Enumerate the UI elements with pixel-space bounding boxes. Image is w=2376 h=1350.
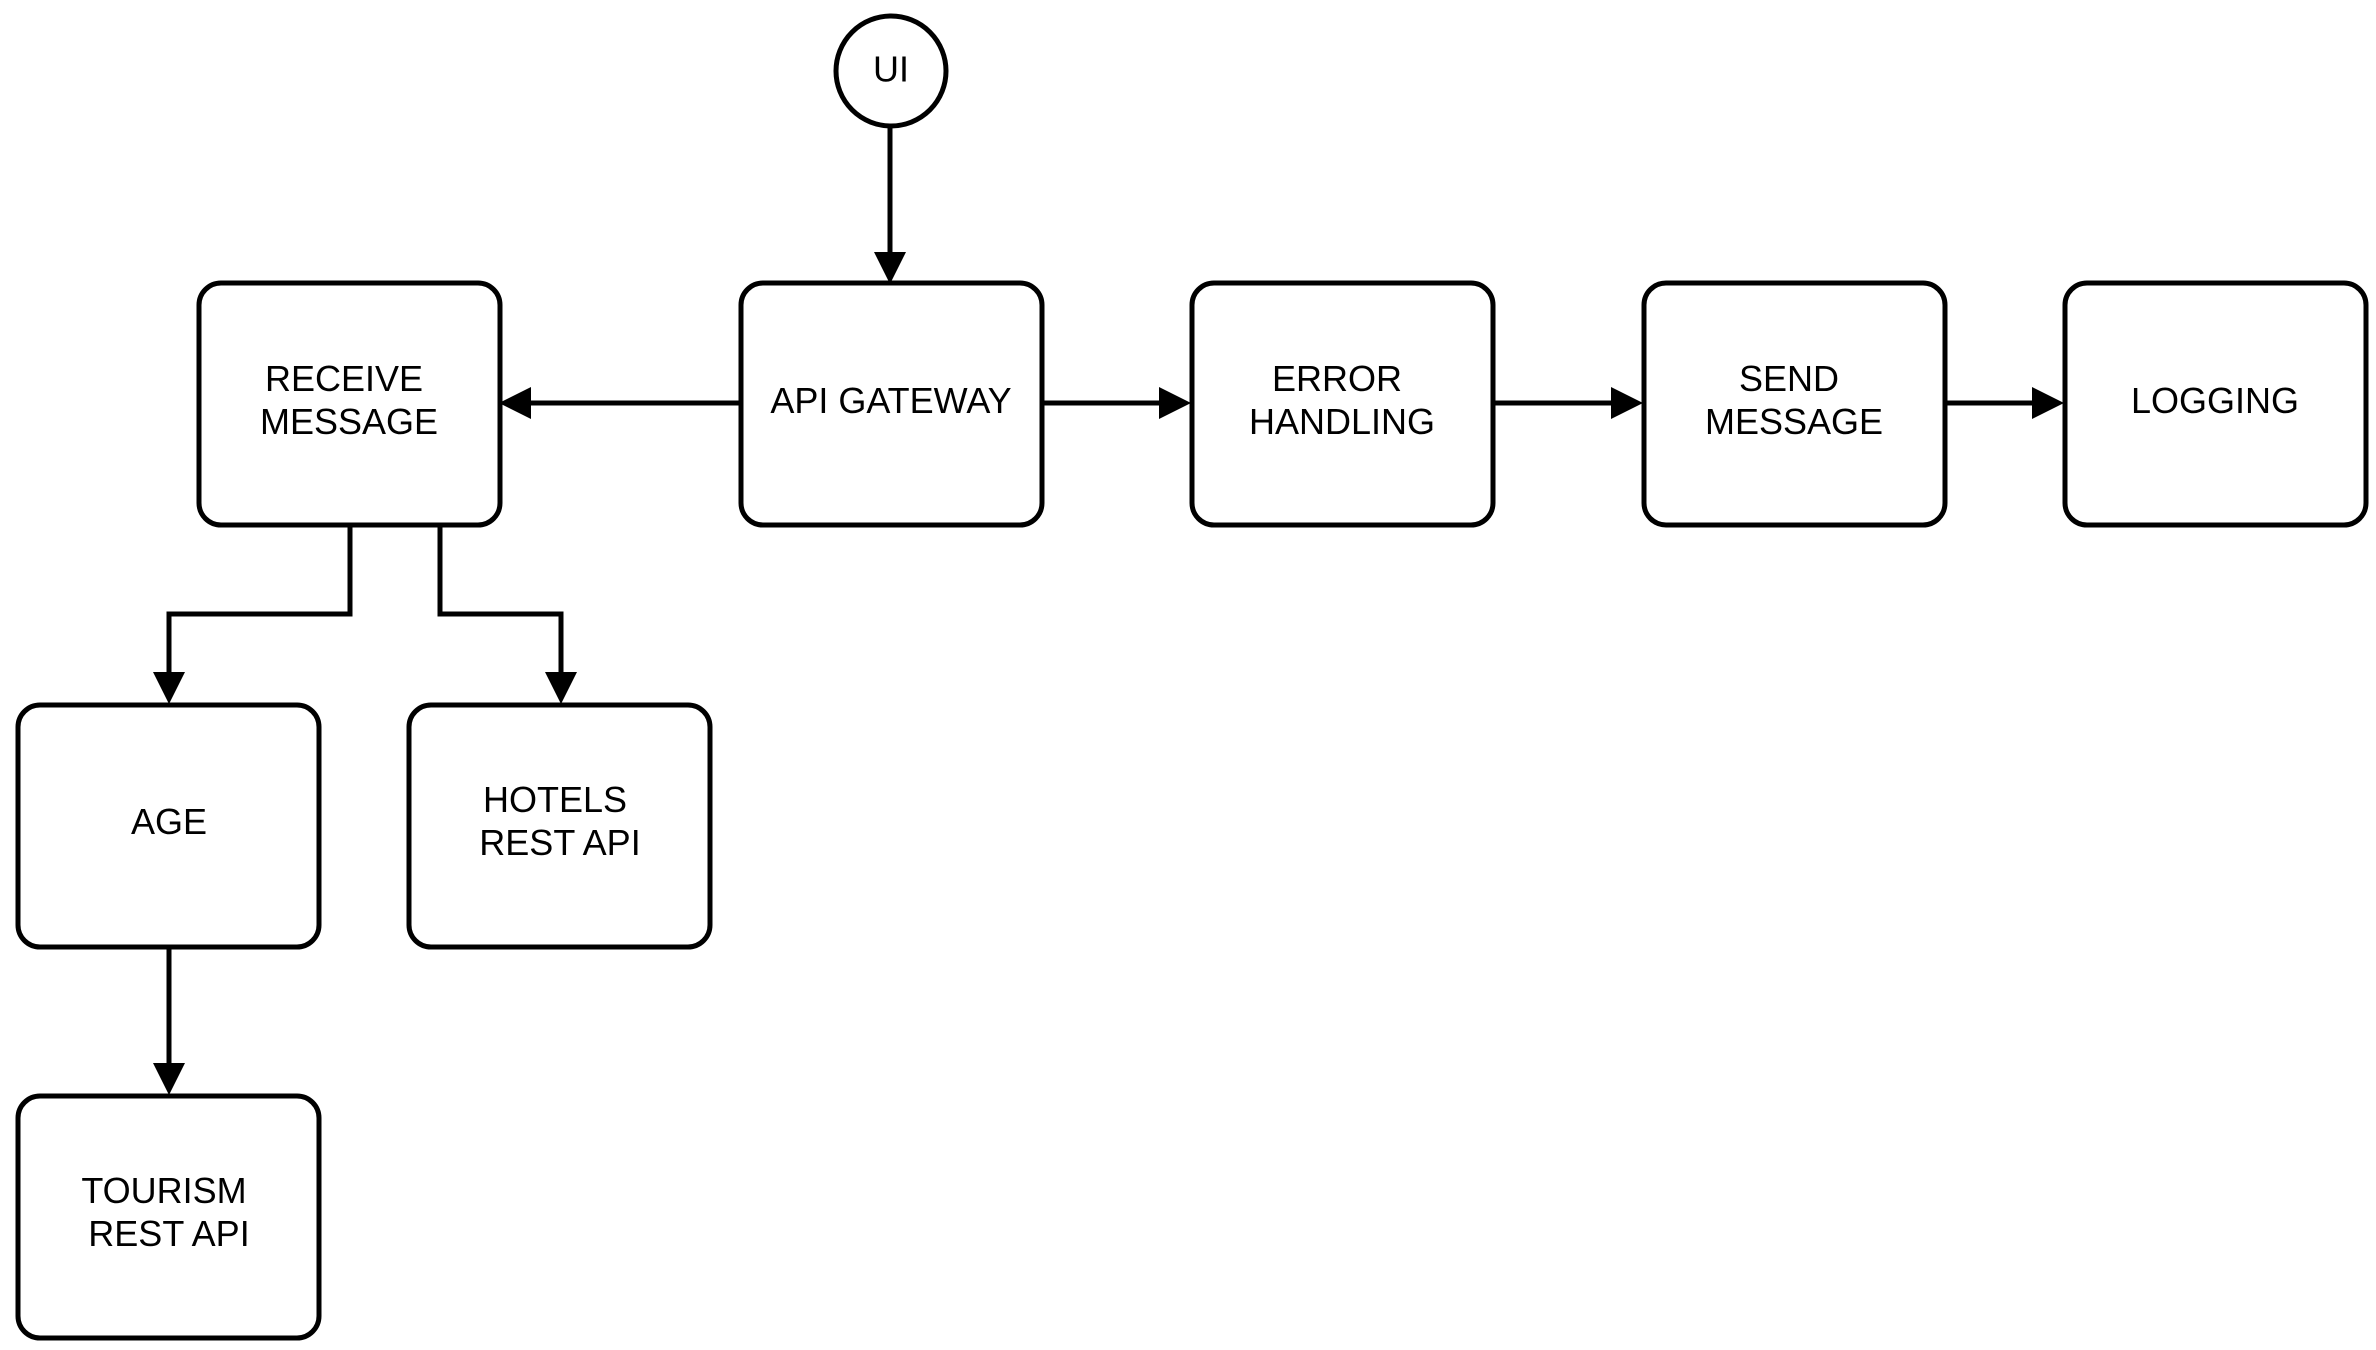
node-send-message-label-line2: MESSAGE [1705,401,1883,442]
node-send-message: SEND MESSAGE [1641,280,1948,528]
edge-receive-message-to-age [166,525,353,672]
svg-text:RECEIVE MESSAGE: RECEIVE MESSAGE [260,358,438,442]
arrowhead-tourism-top [153,1063,185,1095]
node-age: AGE [15,702,322,950]
edge-receive-message-to-hotels [437,525,564,672]
node-error-handling-label-line1: ERROR [1272,358,1402,399]
node-receive-message-label-line1: RECEIVE [265,358,423,399]
arrowhead-receive-message-right [499,387,531,419]
svg-text:ERROR HANDLING: ERROR HANDLING [1249,358,1435,442]
arrowhead-error-handling-left [1159,387,1191,419]
arrowhead-age-top [153,672,185,704]
edges [153,128,2064,1095]
svg-text:HOTELS REST API: HOTELS REST API [479,779,640,863]
node-error-handling-label-line2: HANDLING [1249,401,1435,442]
node-error-handling: ERROR HANDLING [1189,280,1496,528]
nodes: UI API GATEWAY RECEIVE MESSAGE ERROR HAN… [15,13,2369,1341]
node-logging: LOGGING [2062,280,2369,528]
node-logging-label: LOGGING [2131,380,2299,421]
svg-text:SEND MESSAGE: SEND MESSAGE [1705,358,1883,442]
node-send-message-label-line1: SEND [1739,358,1839,399]
svg-text:LOGGING: LOGGING [2131,380,2299,421]
svg-text:API GATEWAY: API GATEWAY [770,380,1011,421]
arrowhead-send-message-left [1611,387,1643,419]
node-receive-message-label-line2: MESSAGE [260,401,438,442]
node-receive-message: RECEIVE MESSAGE [196,280,503,528]
arrowhead-api-gateway-top [874,252,906,284]
node-age-label: AGE [131,801,207,842]
node-api-gateway: API GATEWAY [738,280,1045,528]
node-tourism-rest-api: TOURISM REST API [15,1093,322,1341]
svg-text:TOURISM REST API: TOURISM REST API [81,1170,256,1254]
node-hotels-rest-api: HOTELS REST API [406,702,713,950]
node-ui-label: UI [873,49,909,90]
node-hotels-rest-api-label-line2: REST API [479,822,640,863]
node-tourism-rest-api-label-line1: TOURISM [81,1170,246,1211]
arrowhead-logging-left [2032,387,2064,419]
svg-text:AGE: AGE [131,801,207,842]
node-hotels-rest-api-label-line1: HOTELS [483,779,627,820]
node-api-gateway-label: API GATEWAY [770,380,1011,421]
node-ui: UI [833,13,949,129]
arrowhead-hotels-top [545,672,577,704]
node-tourism-rest-api-label-line2: REST API [88,1213,249,1254]
